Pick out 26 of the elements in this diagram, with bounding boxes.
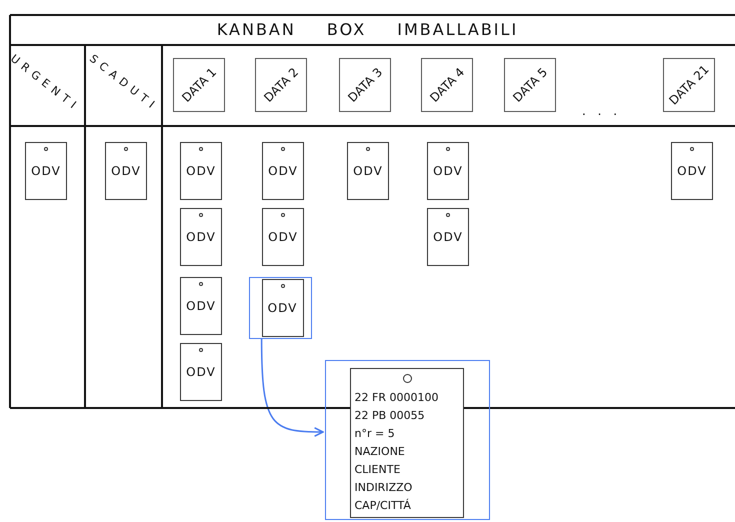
order-card: ODV: [427, 142, 469, 200]
order-card-detail: [350, 368, 464, 518]
order-card: ODV: [427, 208, 469, 266]
card-text-line: CAP/CITTÁ: [354, 498, 412, 514]
order-card: ODV: [347, 142, 389, 200]
order-card: ODV: [180, 277, 222, 335]
board-title: KANBAN BOX IMBALLABILI: [216, 20, 520, 39]
card-text-line: n°r = 5: [354, 426, 396, 442]
order-card: ODV: [262, 208, 304, 266]
highlight-frame: [325, 360, 490, 520]
card-text-line: 22 PB 00055: [354, 408, 426, 424]
curved-arrow: [260, 339, 324, 437]
card-text-line: NAZIONE: [354, 444, 406, 460]
order-card: ODV: [180, 208, 222, 266]
order-card: ODV: [25, 142, 67, 200]
order-card: ODV: [671, 142, 713, 200]
order-card: ODV: [105, 142, 147, 200]
order-card: ODV: [180, 343, 222, 401]
card-text-line: 22 FR 0000100: [354, 390, 440, 406]
order-card: ODV: [262, 142, 304, 200]
card-text-line: CLIENTE: [354, 462, 402, 478]
card-text-line: INDIRIZZO: [354, 480, 414, 496]
highlight-frame: [249, 277, 312, 339]
order-card: ODV: [180, 142, 222, 200]
ellipsis-text: . . .: [582, 104, 622, 118]
order-card: ODV: [262, 278, 304, 336]
